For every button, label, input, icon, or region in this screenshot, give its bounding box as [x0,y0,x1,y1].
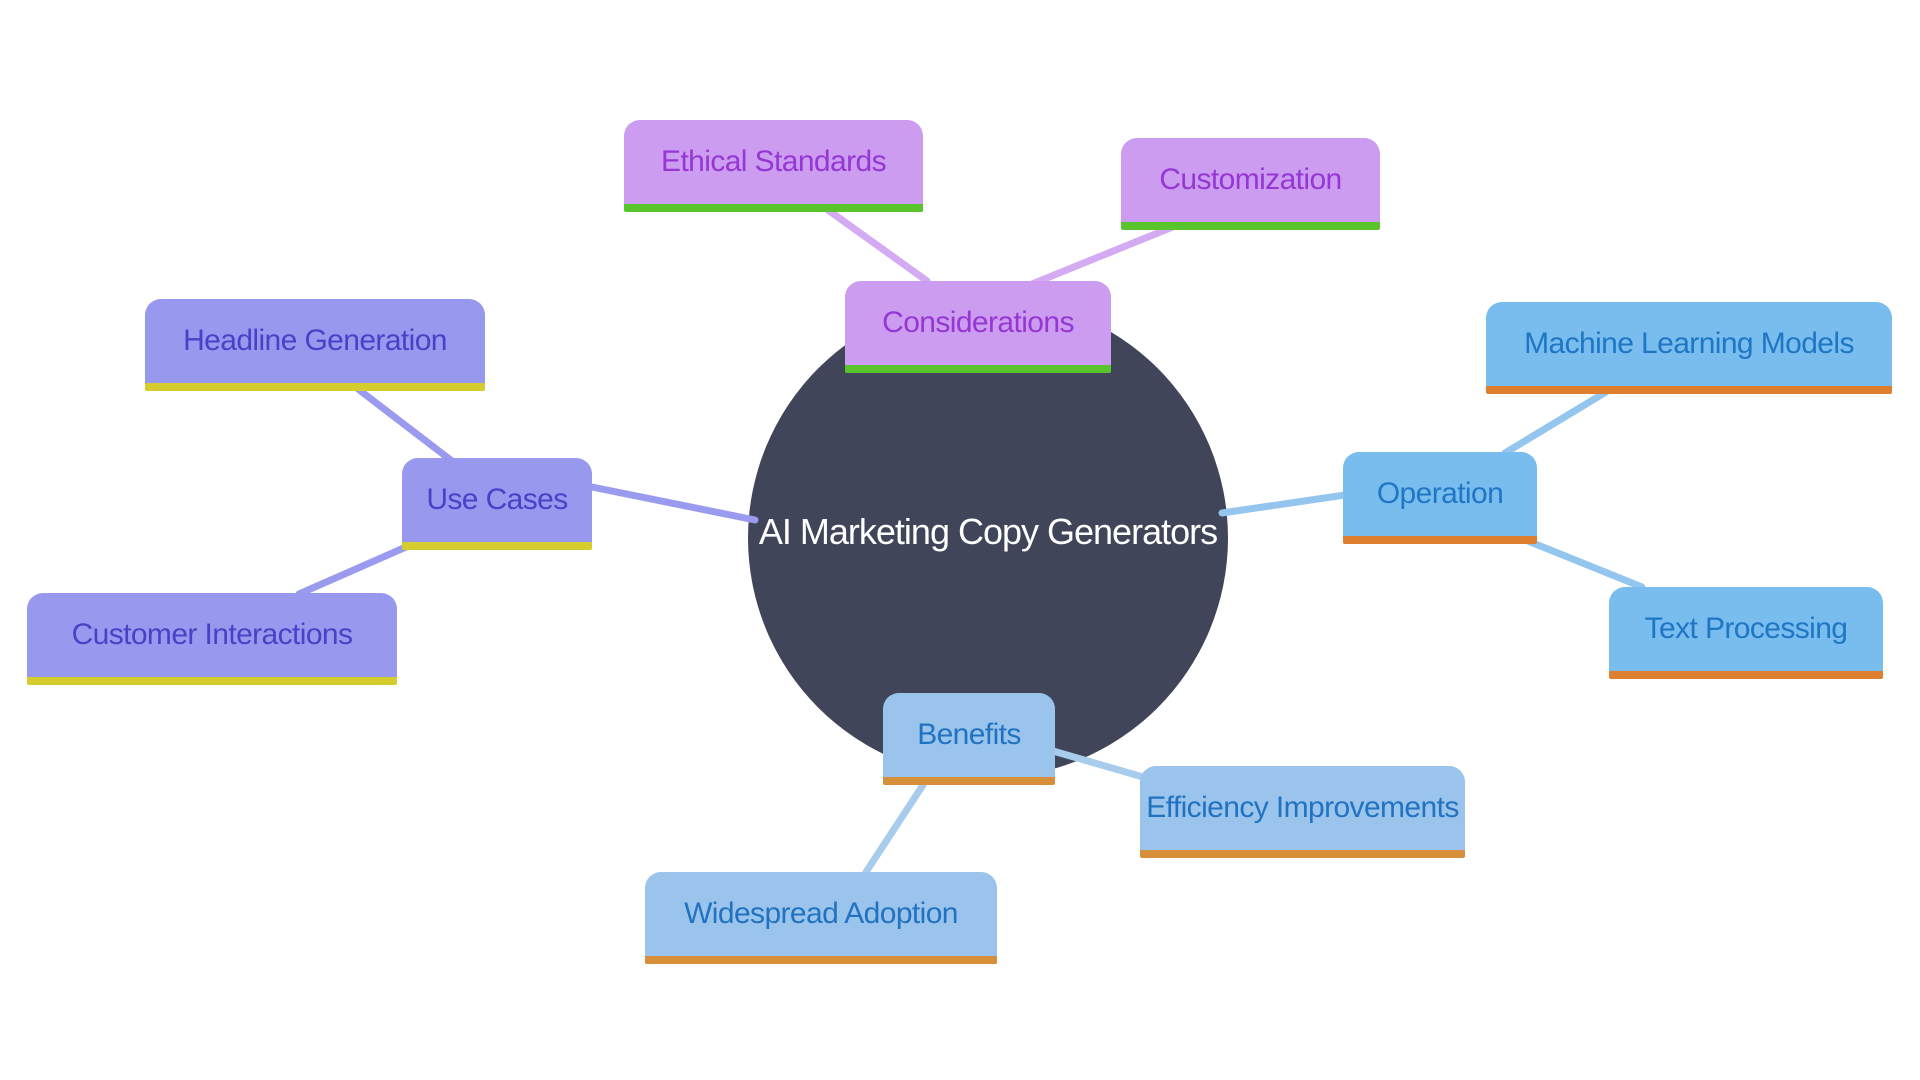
node-customer-interactions[interactable]: Customer Interactions [27,593,397,685]
node-operation-label: Operation [1376,477,1504,510]
node-efficiency-improvements[interactable]: Efficiency Improvements [1140,766,1465,858]
connector-operation-text-processing [1524,537,1646,591]
connector-benefits-widespread-adoption [862,781,927,876]
node-use-cases[interactable]: Use Cases [402,458,592,550]
node-use-cases-label: Use Cases [426,483,568,516]
node-text-processing-label: Text Processing [1644,612,1848,645]
connector-operation-machine-learning-models [1501,388,1610,457]
node-text-processing[interactable]: Text Processing [1609,587,1883,679]
node-customization-label: Customization [1159,163,1342,196]
node-operation[interactable]: Operation [1343,452,1537,544]
node-considerations-label: Considerations [882,306,1074,339]
node-efficiency-improvements-label: Efficiency Improvements [1146,791,1459,824]
node-machine-learning-models[interactable]: Machine Learning Models [1486,302,1892,394]
connector-use-cases-central [588,483,759,524]
node-ethical-standards-label: Ethical Standards [661,145,887,178]
node-widespread-adoption-label: Widespread Adoption [684,897,958,930]
node-widespread-adoption[interactable]: Widespread Adoption [645,872,997,964]
node-considerations[interactable]: Considerations [845,281,1111,373]
node-benefits-label: Benefits [917,718,1021,751]
node-headline-generation[interactable]: Headline Generation [145,299,485,391]
node-machine-learning-models-label: Machine Learning Models [1524,327,1854,360]
node-headline-generation-label: Headline Generation [183,324,447,357]
connector-headline-generation-use-cases [354,385,456,465]
node-ethical-standards[interactable]: Ethical Standards [624,120,923,212]
connector-customization-considerations [1028,222,1179,288]
node-customer-interactions-label: Customer Interactions [71,618,353,651]
connector-ethical-standards-considerations [824,206,931,285]
node-customization[interactable]: Customization [1121,138,1380,230]
connector-use-cases-customer-interactions [295,543,410,598]
central-node-label: AI Marketing Copy Generators [758,511,1218,552]
connector-central-operation [1218,491,1349,517]
node-benefits[interactable]: Benefits [883,693,1055,785]
